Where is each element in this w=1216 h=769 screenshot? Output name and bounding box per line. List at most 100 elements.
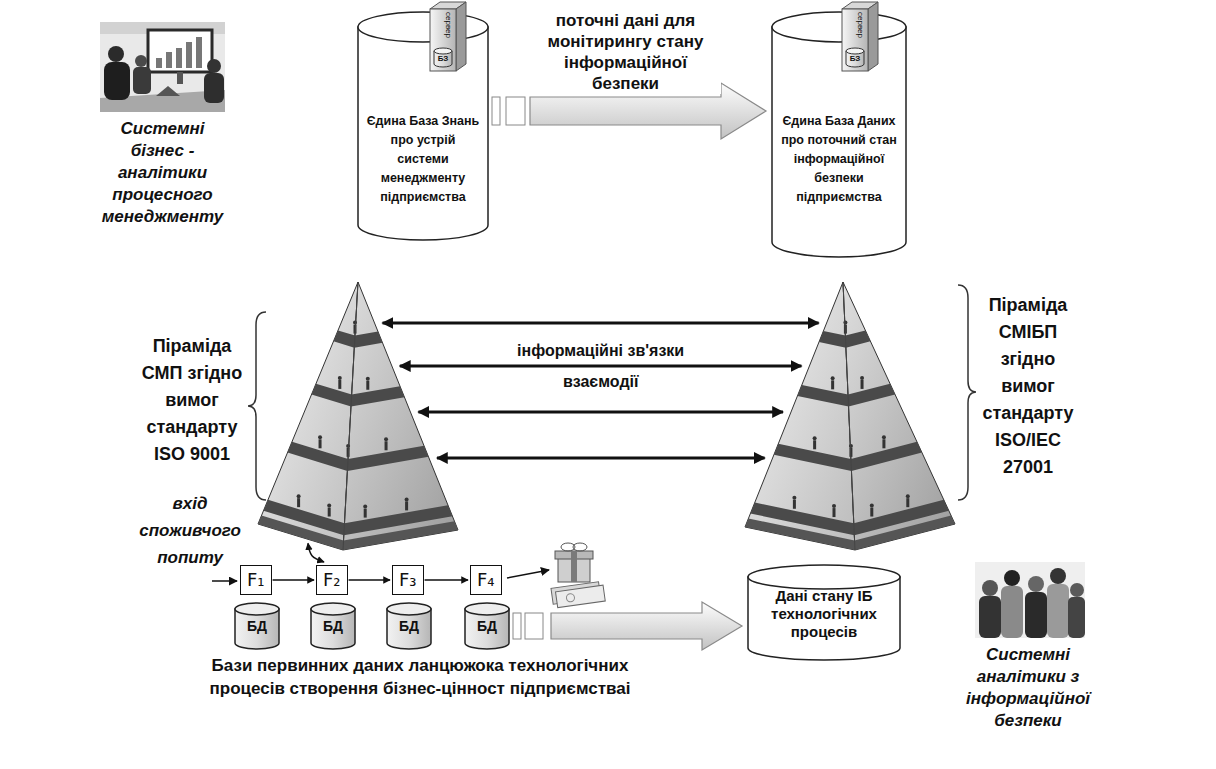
node-text: F₄: [477, 568, 495, 592]
node-text: БД: [467, 617, 507, 635]
process-box: F₂: [316, 565, 348, 595]
primary-db-cylinder: БД: [235, 603, 279, 649]
screen-stand: [177, 72, 183, 84]
staff-figure: [833, 508, 836, 517]
chart-bar: [186, 42, 192, 68]
staff-figure: [353, 321, 357, 325]
node-text: Єдина База Знань про устрій системи мене…: [364, 112, 482, 207]
kb-db-top: [434, 48, 452, 54]
pyramid-floor: [288, 442, 429, 471]
pyramid-heading: Піраміда СМП згідно вимог стандарту ISO …: [136, 333, 248, 468]
db-caption: БЗ: [434, 54, 452, 64]
pyramid-floor: [334, 330, 383, 347]
kb-db-top: [846, 48, 864, 54]
left-bracket: [248, 312, 266, 500]
db-caption: БЗ: [846, 54, 864, 64]
staff-figure: [366, 381, 369, 390]
cylinder-body: [772, 27, 906, 257]
curved-arrow: [308, 543, 324, 562]
connector-group: [383, 323, 819, 324]
person-body: [1025, 592, 1047, 638]
banknote: [555, 585, 605, 608]
cylinder-top: [748, 565, 900, 589]
ib-data-cylinder: Дані стану ІБ технологічних процесів: [748, 565, 900, 660]
gift-ribbon: [571, 551, 577, 582]
person-body: [104, 62, 130, 100]
process-box: F₄: [470, 565, 502, 595]
connector-group: [513, 602, 742, 650]
person-head: [1028, 576, 1044, 592]
person-body: [1001, 586, 1023, 638]
cylinder-top: [311, 603, 355, 615]
staff-figure: [813, 436, 817, 440]
server-front: [430, 9, 456, 71]
person-body: [204, 73, 224, 103]
staff-figure: [870, 504, 874, 508]
staff-figure: [338, 380, 341, 389]
staff-figure: [813, 440, 816, 449]
cylinder-top: [772, 12, 906, 42]
qms-pyramid: Піраміда СМП згідно вимог стандарту ISO …: [258, 282, 458, 550]
pyramid-floor: [312, 384, 405, 407]
person-body: [1047, 584, 1069, 638]
staff-figure: [849, 444, 853, 448]
block-arrow: [551, 602, 742, 650]
pyramid-base: [745, 516, 955, 550]
staff-figure: [364, 509, 367, 518]
node-text: F₃: [399, 568, 417, 592]
staff-figure: [882, 439, 885, 448]
staff-figure: [793, 500, 796, 509]
role-caption: Системні бізнес - аналітики процесного м…: [100, 118, 225, 228]
person-body: [979, 596, 1001, 638]
node-text: F₁: [247, 568, 265, 592]
pyramid-edge: [843, 282, 855, 550]
chart-bar: [196, 37, 202, 68]
double-arrow: [400, 365, 802, 368]
staff-figure: [906, 494, 910, 498]
flow-arrow: [425, 579, 468, 581]
staff-figure: [906, 498, 909, 507]
gap-square: [513, 613, 521, 639]
connector-label: взаємодії: [560, 372, 642, 392]
role-caption: Системні аналітики з інформаційної безпе…: [962, 644, 1094, 732]
cylinder-top: [465, 603, 509, 615]
gift-bow: [573, 543, 587, 551]
connector-group: [425, 580, 468, 581]
primary-db-cylinder: БД: [387, 603, 431, 649]
staff-figure: [882, 435, 886, 439]
staff-figure: [861, 380, 864, 389]
person-body: [1068, 597, 1085, 638]
person-head: [207, 59, 221, 73]
output-arrow: [507, 570, 549, 578]
server-icon: [430, 2, 466, 71]
server-side: [868, 2, 878, 71]
cylinder-top: [387, 603, 431, 615]
banknote-mark: [566, 593, 575, 602]
staff-figure: [319, 439, 322, 448]
person-head: [1050, 568, 1066, 584]
node-text: БД: [313, 617, 353, 635]
staff-figure: [831, 380, 834, 389]
pyramid-floor: [774, 442, 922, 471]
server-caption: сервер: [443, 12, 453, 38]
person-head: [108, 46, 124, 62]
photo-ground: [100, 22, 225, 112]
connector-group: [273, 580, 314, 581]
person-head: [982, 580, 998, 596]
double-arrow: [437, 457, 765, 460]
chart-bar: [156, 58, 162, 68]
chart-bar: [166, 52, 172, 68]
primary-db-cylinder: БД: [311, 603, 355, 649]
connector-group: [349, 580, 390, 581]
node-text: Дані стану ІБ технологічних процесів: [762, 587, 886, 641]
gift-icon: [555, 543, 593, 582]
staff-figure: [385, 441, 388, 450]
cylinder-top: [358, 12, 488, 42]
cylinder-body: [358, 27, 488, 240]
pyramid-base: [258, 516, 458, 550]
person-head: [1070, 583, 1084, 597]
isms-pyramid-outline: [745, 282, 955, 550]
connector-group: [418, 412, 783, 413]
screen: [148, 30, 212, 72]
staff-figure: [363, 505, 367, 509]
